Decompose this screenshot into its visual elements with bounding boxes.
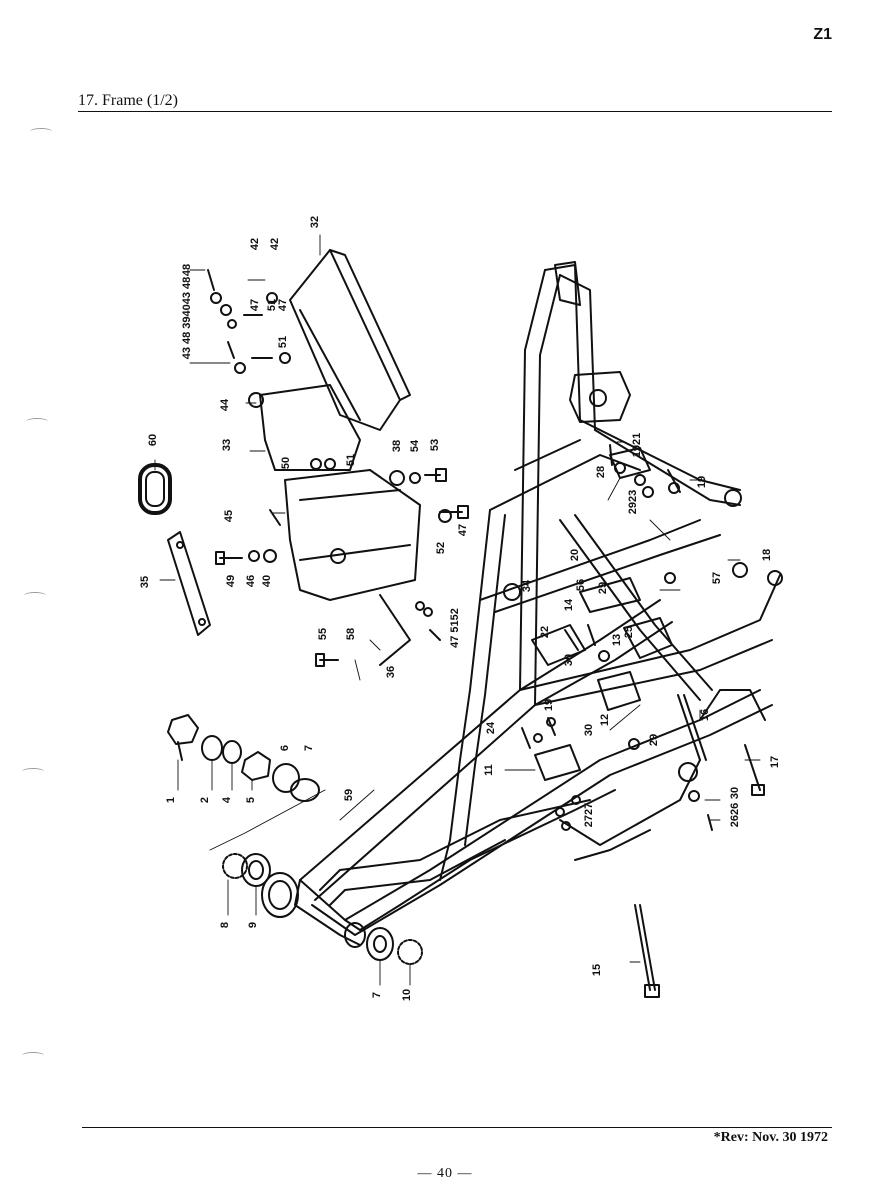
part-label: 29 [648, 734, 660, 746]
part-label: 44 [219, 398, 231, 411]
part-label: 50 [280, 457, 292, 469]
part-label: 42 [249, 238, 261, 250]
main-frame [294, 261, 781, 946]
part-label: 30 [563, 654, 575, 666]
model-code: Z1 [813, 26, 832, 43]
part-label: 9 [247, 922, 259, 928]
part-label: 11 [483, 764, 495, 776]
part-label: 43 48 394043 48 [181, 277, 193, 360]
part-label: 30 [583, 724, 595, 736]
bracket [167, 531, 211, 636]
part-label: 30 [729, 787, 741, 799]
part-label: 49 [225, 575, 237, 587]
page-number-text: — 40 — [417, 1166, 473, 1181]
part-label: 5 [245, 797, 257, 803]
margin-mark [22, 1052, 44, 1059]
part-label: 51 [277, 336, 289, 348]
part-label: 2 [199, 797, 211, 803]
part-label: 19 [543, 699, 555, 711]
stem-nut-parts [167, 714, 320, 802]
part-label: 42 [269, 238, 281, 250]
steering-head-parts [222, 853, 423, 965]
part-label: 24 [485, 721, 497, 734]
frame-brackets [531, 577, 673, 781]
part-label: 55 [317, 628, 329, 640]
part-label: 35 [139, 576, 151, 588]
part-label: 17 [769, 756, 781, 768]
part-label: 47 5152 [449, 608, 461, 648]
part-label: 7 [303, 745, 315, 751]
part-label: 13 [611, 634, 623, 646]
margin-mark [26, 418, 48, 425]
leader-lines [154, 234, 761, 986]
part-label: 8 [219, 922, 231, 928]
part-label: 28 [595, 466, 607, 478]
header-rule [78, 111, 832, 112]
part-label: 6 [279, 745, 291, 751]
part-label: 52 [435, 542, 447, 554]
part-label: 53 [429, 439, 441, 451]
revision-note: *Rev: Nov. 30 1972 [713, 1130, 828, 1145]
part-label: 18 [761, 549, 773, 561]
margin-mark [22, 768, 44, 775]
part-label: 47 [277, 299, 289, 311]
part-label: 45 [223, 510, 235, 522]
battery-case [259, 249, 421, 666]
part-label: 46 [245, 575, 257, 587]
part-label: 12 [599, 714, 611, 726]
footer-rule [82, 1127, 832, 1128]
rubber-strap [138, 463, 172, 515]
part-label: 34 [521, 579, 533, 592]
margin-mark [30, 128, 52, 135]
washers-nuts [210, 292, 783, 831]
part-label: 59 [343, 789, 355, 801]
bolts [207, 269, 765, 998]
part-label: 2626 [729, 803, 741, 827]
part-label: 25 [623, 626, 635, 638]
part-label: 48 [181, 264, 193, 276]
part-label: 58 [345, 628, 357, 640]
part-label: 4 [221, 796, 233, 803]
part-label: 60 [147, 434, 159, 446]
part-label: 15 [591, 964, 603, 976]
part-label: 19 [696, 476, 708, 488]
part-label: 2727 [583, 803, 595, 827]
part-label: 57 [711, 572, 723, 584]
part-label: 29 [597, 582, 609, 594]
part-label: 2923 [627, 490, 639, 514]
part-label: 1921 [631, 433, 643, 457]
part-label: 1 [165, 797, 177, 803]
part-label: 32 [309, 216, 321, 228]
part-label: 16 [699, 709, 711, 721]
part-label: 36 [385, 666, 397, 678]
part-label: 33 [221, 439, 233, 451]
part-label: 7 [371, 992, 383, 998]
part-label: 51 [345, 454, 357, 466]
part-label: 20 [569, 549, 581, 561]
part-label: 47 [249, 299, 261, 311]
part-label: 54 [409, 439, 421, 452]
part-label: 10 [401, 989, 413, 1001]
part-label: 40 [261, 575, 273, 587]
margin-mark [24, 592, 46, 599]
page-number: — 40 — [0, 1166, 890, 1182]
part-label: 51 [266, 299, 278, 311]
part-label: 56 [575, 579, 587, 591]
section-title: 17. Frame (1/2) [78, 92, 178, 109]
part-label: 22 [539, 626, 551, 638]
part-label: 14 [563, 598, 575, 611]
part-label: 38 [391, 440, 403, 452]
part-label: 47 [457, 524, 469, 536]
